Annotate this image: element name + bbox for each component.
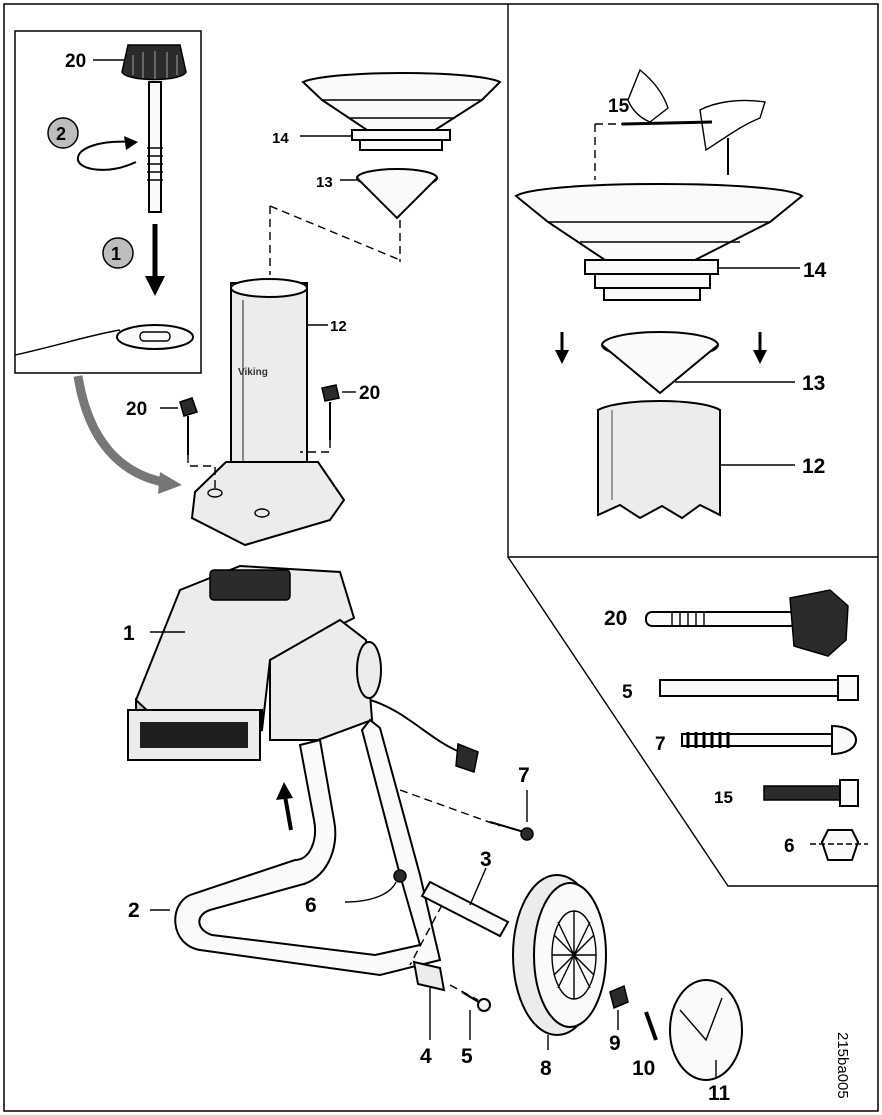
callout-13-detail: 13 xyxy=(802,372,825,395)
up-arrow-icon xyxy=(283,795,293,831)
screwdriver-icon xyxy=(621,120,713,126)
inset-border xyxy=(14,30,202,374)
callout-7-hw: 7 xyxy=(655,734,666,755)
bolt-5-icon xyxy=(477,998,491,1012)
callout-15-detail: 15 xyxy=(608,96,630,117)
hubcap-11 xyxy=(669,979,743,1081)
pin-10-icon xyxy=(644,1011,658,1041)
callout-2: 2 xyxy=(128,899,140,922)
callout-12-detail: 12 xyxy=(802,455,825,478)
callout-3: 3 xyxy=(480,848,492,871)
hopper-assembly-top: 14 13 Viking 12 20 20 xyxy=(126,72,502,547)
tube-base xyxy=(190,461,346,547)
callout-9: 9 xyxy=(609,1032,621,1055)
callout-5-hw: 5 xyxy=(622,682,633,703)
hardware-list: 20 5 7 15 6 xyxy=(604,589,868,861)
callout-20-inset: 20 xyxy=(65,51,86,72)
callout-4: 4 xyxy=(420,1045,432,1068)
hardware-panel-border xyxy=(507,556,878,887)
knob-inset: 20 2 1 xyxy=(14,30,202,374)
knob-shaft xyxy=(148,81,162,213)
rotate-arrow-icon xyxy=(76,140,137,171)
callout-14-top: 14 xyxy=(272,130,289,147)
hw-knob-shaft xyxy=(645,611,797,627)
step-2-badge xyxy=(47,117,79,149)
hw-bolt-5 xyxy=(659,679,839,697)
callout-6-hw: 6 xyxy=(784,836,795,857)
callout-14-detail: 14 xyxy=(803,259,827,282)
callout-12-top: 12 xyxy=(330,318,347,335)
callout-20-hw: 20 xyxy=(604,607,627,630)
power-cable xyxy=(369,699,461,753)
plug-icon xyxy=(455,742,479,773)
hand-left-icon xyxy=(627,68,669,123)
step-1-label: 1 xyxy=(111,244,121,264)
housing-top-control xyxy=(209,569,291,601)
step-2-label: 2 xyxy=(56,124,66,144)
hand-right-icon xyxy=(699,99,766,152)
hw-nut-6 xyxy=(820,829,860,861)
callout-5: 5 xyxy=(461,1045,473,1068)
knob-socket xyxy=(116,324,194,350)
knob-right-icon xyxy=(321,384,340,402)
screw-7-icon xyxy=(520,827,534,841)
hopper-detail: 15 14 13 12 xyxy=(514,68,827,520)
document-code: 215ba005 xyxy=(834,1032,851,1099)
bushing-9-icon xyxy=(609,984,629,1010)
callout-20-left: 20 xyxy=(126,399,147,420)
callout-6: 6 xyxy=(305,894,317,917)
callout-1: 1 xyxy=(123,622,135,645)
bracket-4 xyxy=(412,960,446,992)
callout-7: 7 xyxy=(518,764,530,787)
knob-left-icon xyxy=(179,397,198,417)
callout-10: 10 xyxy=(632,1057,655,1080)
frame xyxy=(174,718,442,977)
funnel-top xyxy=(301,72,502,131)
callout-11: 11 xyxy=(708,1082,731,1105)
inset-link-arrow-icon xyxy=(73,375,169,488)
hw-screw-15 xyxy=(763,785,841,801)
callout-13-top: 13 xyxy=(316,174,333,191)
shredder-assembly: 1 2 7 6 3 4 5 xyxy=(123,564,743,1105)
step-1-badge xyxy=(102,237,134,269)
tube-detail xyxy=(597,400,721,520)
callout-8: 8 xyxy=(540,1057,552,1080)
hw-knob-icon xyxy=(789,589,849,657)
axle-3 xyxy=(420,880,510,938)
callout-20-right: 20 xyxy=(359,383,380,404)
callout-15-hw: 15 xyxy=(714,788,733,807)
svg-text:Viking: Viking xyxy=(238,367,268,378)
nut-6-icon xyxy=(393,869,407,883)
